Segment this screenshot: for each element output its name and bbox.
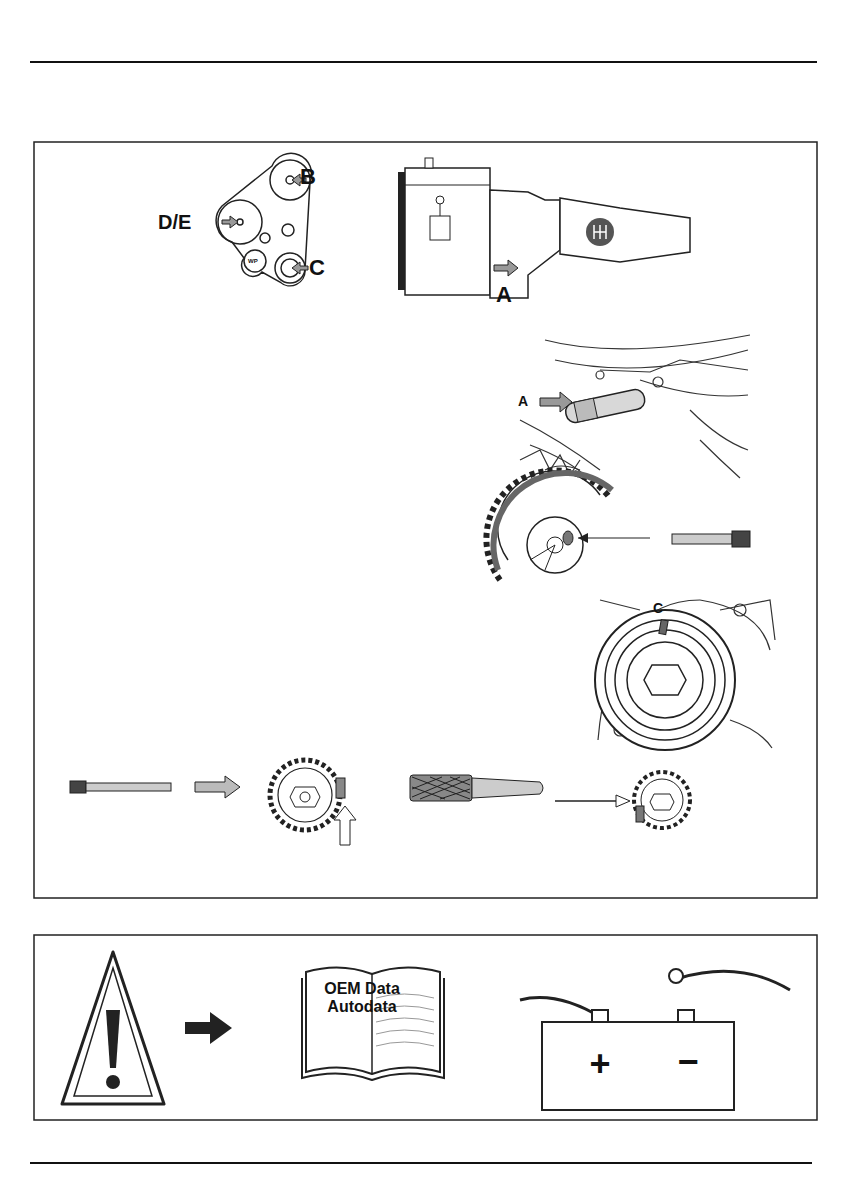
drawing-circle	[527, 517, 583, 573]
drawing-path	[472, 778, 543, 798]
drawing-g	[216, 153, 311, 285]
drawing-rect	[336, 778, 345, 798]
drawing-rect	[732, 531, 750, 547]
drawing-path	[486, 470, 610, 580]
node-text: OEM Data Autodata	[308, 980, 416, 1015]
drawing-circle	[734, 604, 746, 616]
drawing-rect	[410, 775, 472, 801]
drawing-rect	[405, 168, 490, 295]
drawing-circle	[605, 620, 725, 740]
callout-letter: C	[309, 257, 325, 279]
drawing-polygon	[578, 533, 588, 543]
drawing-line	[30, 1162, 812, 1164]
drawing-polygon	[195, 776, 240, 798]
callout-letter: WP	[248, 258, 258, 264]
drawing-circle	[270, 760, 340, 830]
drawing-rect	[564, 388, 646, 424]
callout-letter: B	[300, 166, 316, 188]
drawing-polygon	[185, 1012, 232, 1044]
drawing-path	[680, 971, 790, 990]
drawing-rect	[574, 398, 598, 422]
battery-symbol-outline	[540, 1008, 736, 1112]
drawing-path	[498, 471, 600, 560]
drawing-circle	[282, 224, 294, 236]
drawing-circle	[278, 768, 332, 822]
drawing-polygon	[644, 665, 686, 695]
callout-letter: D/E	[158, 212, 191, 232]
drawing-rect	[636, 806, 644, 822]
drawing-circle	[596, 371, 604, 379]
drawing-rect	[34, 142, 817, 898]
drawing-path	[520, 420, 600, 470]
drawing-circle	[106, 1075, 120, 1089]
drawing-path	[490, 190, 560, 298]
callout-letter: C	[653, 601, 663, 615]
drawing-path	[494, 473, 612, 570]
drawing-path	[560, 198, 690, 262]
node-text: +	[580, 1044, 620, 1084]
drawing-rect	[659, 620, 668, 635]
drawing-rect	[672, 534, 732, 544]
drawing-path	[720, 600, 775, 640]
battery-symbol: +−	[540, 1008, 736, 1112]
drawing-line	[405, 185, 490, 186]
drawing-polygon	[62, 952, 164, 1104]
drawing-circle	[436, 196, 444, 204]
drawing-path	[600, 360, 748, 372]
drawing-g	[564, 388, 646, 424]
drawing-path	[216, 153, 311, 285]
drawing-polygon	[292, 262, 308, 274]
drawing-polygon	[334, 806, 356, 845]
drawing-path	[530, 545, 555, 570]
drawing-polygon	[616, 795, 630, 807]
drawing-line	[30, 61, 817, 63]
drawing-circle	[615, 630, 715, 730]
drawing-polygon	[222, 216, 238, 228]
node-text: −	[668, 1042, 708, 1082]
drawing-polygon	[290, 787, 320, 807]
drawing-circle	[218, 200, 262, 244]
drawing-circle	[260, 233, 270, 243]
drawing-circle	[586, 218, 614, 246]
drawing-circle	[627, 642, 703, 718]
drawing-circle	[300, 792, 310, 802]
callout-letter: A	[518, 394, 528, 408]
drawing-path	[545, 335, 750, 349]
drawing-line	[555, 800, 626, 802]
drawing-path	[690, 410, 748, 450]
drawing-rect	[430, 216, 450, 240]
drawing-path	[640, 380, 748, 396]
drawing-polygon	[540, 392, 572, 412]
drawing-circle	[634, 772, 690, 828]
drawing-path	[106, 1010, 120, 1068]
drawing-rect	[425, 158, 433, 168]
drawing-circle	[244, 250, 266, 272]
drawing-polygon	[74, 968, 152, 1096]
drawing-circle	[595, 610, 735, 750]
callout-letter: A	[496, 284, 512, 306]
drawing-path	[412, 777, 470, 799]
drawing-g	[594, 225, 606, 239]
drawing-g	[520, 335, 750, 480]
drawing-polygon	[494, 260, 518, 276]
drawing-circle	[653, 377, 663, 387]
drawing-path	[600, 600, 640, 610]
drawing-circle	[641, 779, 683, 821]
drawing-circle	[669, 969, 683, 983]
drawing-path	[700, 440, 740, 478]
drawing-rect	[34, 935, 817, 1120]
drawing-path	[520, 998, 608, 1022]
manual-book-outline	[300, 958, 446, 1086]
drawing-ellipse	[563, 531, 573, 545]
drawing-path	[730, 720, 772, 748]
drawing-g	[412, 777, 470, 799]
drawing-polygon	[650, 794, 674, 810]
manual-book: OEM Data Autodata	[300, 958, 446, 1086]
drawing-line	[578, 537, 650, 538]
drawing-rect	[86, 783, 171, 791]
drawing-line	[594, 231, 606, 233]
drawing-rect	[70, 781, 86, 793]
